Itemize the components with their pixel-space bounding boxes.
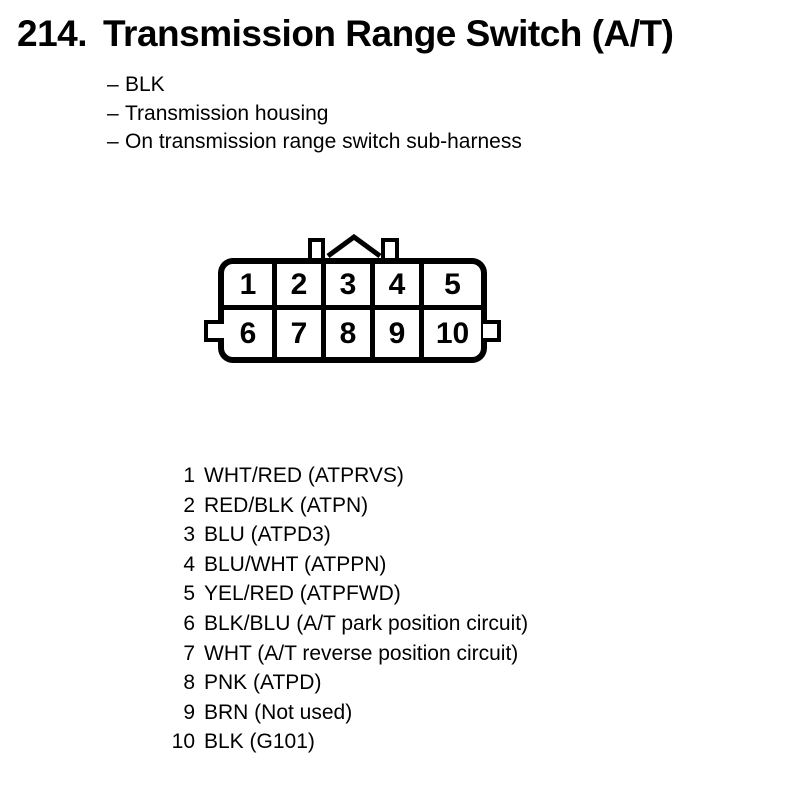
note-line: – On transmission range switch sub-harne… (107, 128, 522, 157)
pin-row: 4 BLU/WHT (ATPPN) (160, 550, 528, 580)
pin-label: BLU (ATPD3) (204, 523, 331, 547)
pin-label: BLU/WHT (ATPPN) (204, 552, 387, 576)
pin-cell-number: 8 (339, 316, 357, 350)
connector-pin-cell: 3 (326, 264, 370, 305)
pin-label: BLK/BLU (A/T park position circuit) (204, 611, 529, 635)
connector-pin-cell: 8 (326, 310, 370, 357)
pin-number: 4 (183, 552, 195, 576)
connector-pin-cell: 2 (277, 264, 321, 305)
pin-list: 1 WHT/RED (ATPRVS) 2 RED/BLK (ATPN) 3 BL… (160, 461, 528, 757)
connector-pin-cell: 10 (424, 310, 481, 357)
pin-number: 9 (183, 700, 195, 724)
pin-number: 7 (183, 641, 195, 665)
pin-label: BLK (G101) (204, 730, 315, 754)
pin-label: RED/BLK (ATPN) (204, 493, 369, 517)
note-line: – BLK (107, 71, 522, 100)
page-title: 214. Transmission Range Switch (A/T) (17, 13, 674, 54)
pin-label: YEL/RED (ATPFWD) (204, 582, 401, 606)
pin-number: 2 (183, 493, 195, 517)
pin-cell-number: 3 (339, 267, 357, 301)
note-location: Transmission housing (125, 101, 329, 125)
connector-tab-left-icon (308, 238, 325, 258)
note-harness: On transmission range switch sub-harness (125, 130, 522, 154)
pin-cell-number: 6 (239, 316, 257, 350)
connector-pin-cell: 6 (224, 310, 272, 357)
pin-row: 9 BRN (Not used) (160, 698, 528, 728)
pin-number: 5 (183, 582, 195, 606)
pin-row: 5 YEL/RED (ATPFWD) (160, 579, 528, 609)
pin-label: BRN (Not used) (204, 700, 353, 724)
dash-bullet-icon: – (107, 73, 119, 96)
pin-cell-number: 2 (290, 267, 308, 301)
connector-pin-cell: 7 (277, 310, 321, 357)
pin-label: PNK (ATPD) (204, 671, 322, 695)
dash-bullet-icon: – (107, 130, 119, 154)
pin-cell-number: 4 (388, 267, 406, 301)
connector-pin-cell: 9 (375, 310, 419, 357)
pin-number: 8 (183, 671, 195, 695)
pin-cell-number: 7 (290, 316, 308, 350)
note-line: – Transmission housing (107, 100, 522, 129)
pin-row: 6 BLK/BLU (A/T park position circuit) (160, 609, 528, 639)
figure-title: Transmission Range Switch (A/T) (103, 13, 674, 54)
pin-number: 3 (183, 523, 195, 547)
pin-row: 1 WHT/RED (ATPRVS) (160, 461, 528, 491)
pin-row: 7 WHT (A/T reverse position circuit) (160, 639, 528, 669)
connector-notes: – BLK – Transmission housing – On transm… (107, 71, 522, 157)
pin-row: 8 PNK (ATPD) (160, 668, 528, 698)
connector-body: 1 2 3 4 5 6 7 8 9 10 (218, 258, 487, 363)
pin-cell-number: 5 (444, 267, 461, 301)
note-wire-color: BLK (125, 73, 165, 96)
figure-number: 214. (17, 13, 88, 54)
pin-number: 6 (183, 611, 195, 635)
pin-row: 3 BLU (ATPD3) (160, 520, 528, 550)
pin-cell-number: 1 (239, 267, 257, 301)
connector-diagram: 1 2 3 4 5 6 7 8 9 10 (204, 234, 504, 368)
connector-ear-left-icon (204, 320, 224, 342)
pin-number: 10 (171, 730, 195, 754)
connector-ear-right-icon (483, 320, 501, 342)
connector-pin-cell: 4 (375, 264, 419, 305)
connector-pin-cell: 5 (424, 264, 481, 305)
pin-label: WHT/RED (ATPRVS) (204, 464, 404, 487)
pin-row: 2 RED/BLK (ATPN) (160, 491, 528, 521)
pin-row: 10 BLK (G101) (160, 727, 528, 757)
connector-latch-triangle-icon (326, 234, 382, 258)
connector-tab-right-icon (381, 238, 399, 258)
pin-number: 1 (183, 464, 195, 487)
connector-pin-cell: 1 (224, 264, 272, 305)
dash-bullet-icon: – (107, 101, 119, 125)
pin-label: WHT (A/T reverse position circuit) (204, 641, 519, 665)
pin-cell-number: 9 (388, 316, 406, 350)
pin-cell-number: 10 (435, 316, 470, 350)
